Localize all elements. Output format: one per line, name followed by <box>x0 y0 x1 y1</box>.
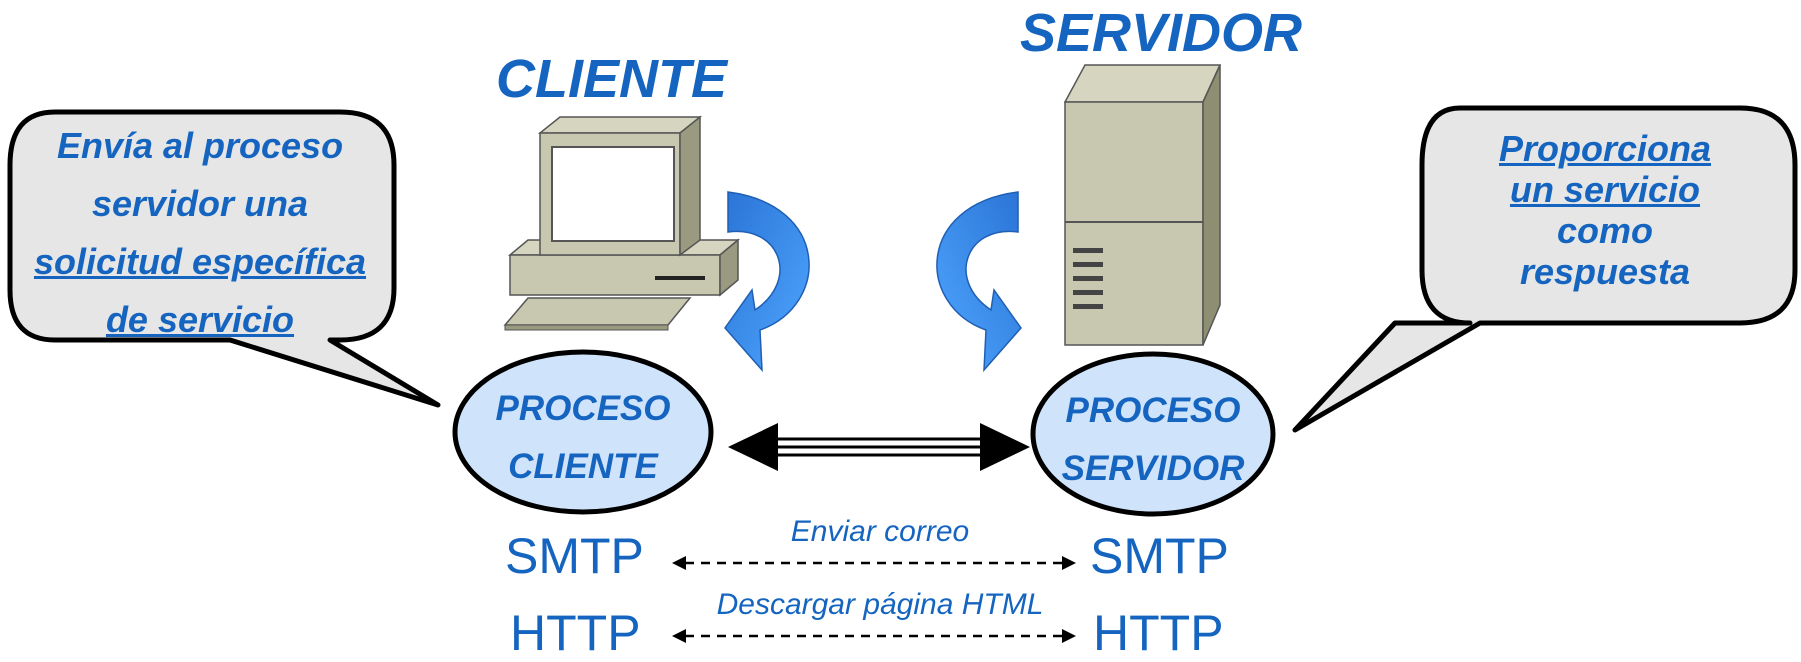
http-message: Descargar página HTML <box>716 588 1044 621</box>
process-server-line-1: PROCESO <box>1065 391 1241 430</box>
bidirectional-connection-arrow <box>728 423 1030 471</box>
tower-server-icon <box>1063 64 1222 346</box>
client-title: CLIENTE <box>496 49 728 109</box>
process-client-line-2: CLIENTE <box>508 447 658 486</box>
left-speech-bubble <box>7 109 441 408</box>
process-client-ellipse <box>452 349 714 515</box>
server-title: SERVIDOR <box>1020 3 1303 63</box>
process-server-line-2: SERVIDOR <box>1061 449 1245 488</box>
client-curved-arrow-icon <box>724 191 810 373</box>
server-protocol-http: HTTP <box>1093 605 1224 661</box>
smtp-message: Enviar correo <box>790 515 970 548</box>
left-bubble-line-2: servidor una <box>91 183 309 224</box>
process-client-line-1: PROCESO <box>495 389 671 428</box>
left-bubble-line-1: Envía al proceso <box>56 125 344 166</box>
desktop-computer-icon <box>503 115 741 331</box>
client-protocol-http: HTTP <box>510 605 641 661</box>
right-bubble-line-1: Proporciona <box>1498 128 1712 169</box>
server-protocol-smtp: SMTP <box>1090 528 1229 584</box>
process-client-label: PROCESO CLIENTE <box>463 380 703 496</box>
http-dashed-arrow <box>672 629 1076 643</box>
smtp-dashed-arrow <box>672 556 1076 570</box>
right-speech-bubble <box>1292 105 1798 433</box>
right-bubble-text: Proporciona un servicio como respuesta <box>1445 128 1765 292</box>
left-bubble-text: Envía al proceso servidor una solicitud … <box>20 117 380 349</box>
left-bubble-line-4: de servicio <box>105 299 295 340</box>
process-server-label: PROCESO SERVIDOR <box>1033 382 1273 498</box>
right-bubble-line-3: como <box>1556 210 1653 251</box>
server-curved-arrow-icon <box>936 191 1022 373</box>
client-protocol-smtp: SMTP <box>505 528 644 584</box>
right-bubble-line-4: respuesta <box>1519 251 1691 292</box>
right-bubble-line-2: un servicio <box>1509 169 1701 210</box>
process-server-ellipse <box>1030 351 1276 517</box>
left-bubble-line-3: solicitud específica <box>33 241 367 282</box>
